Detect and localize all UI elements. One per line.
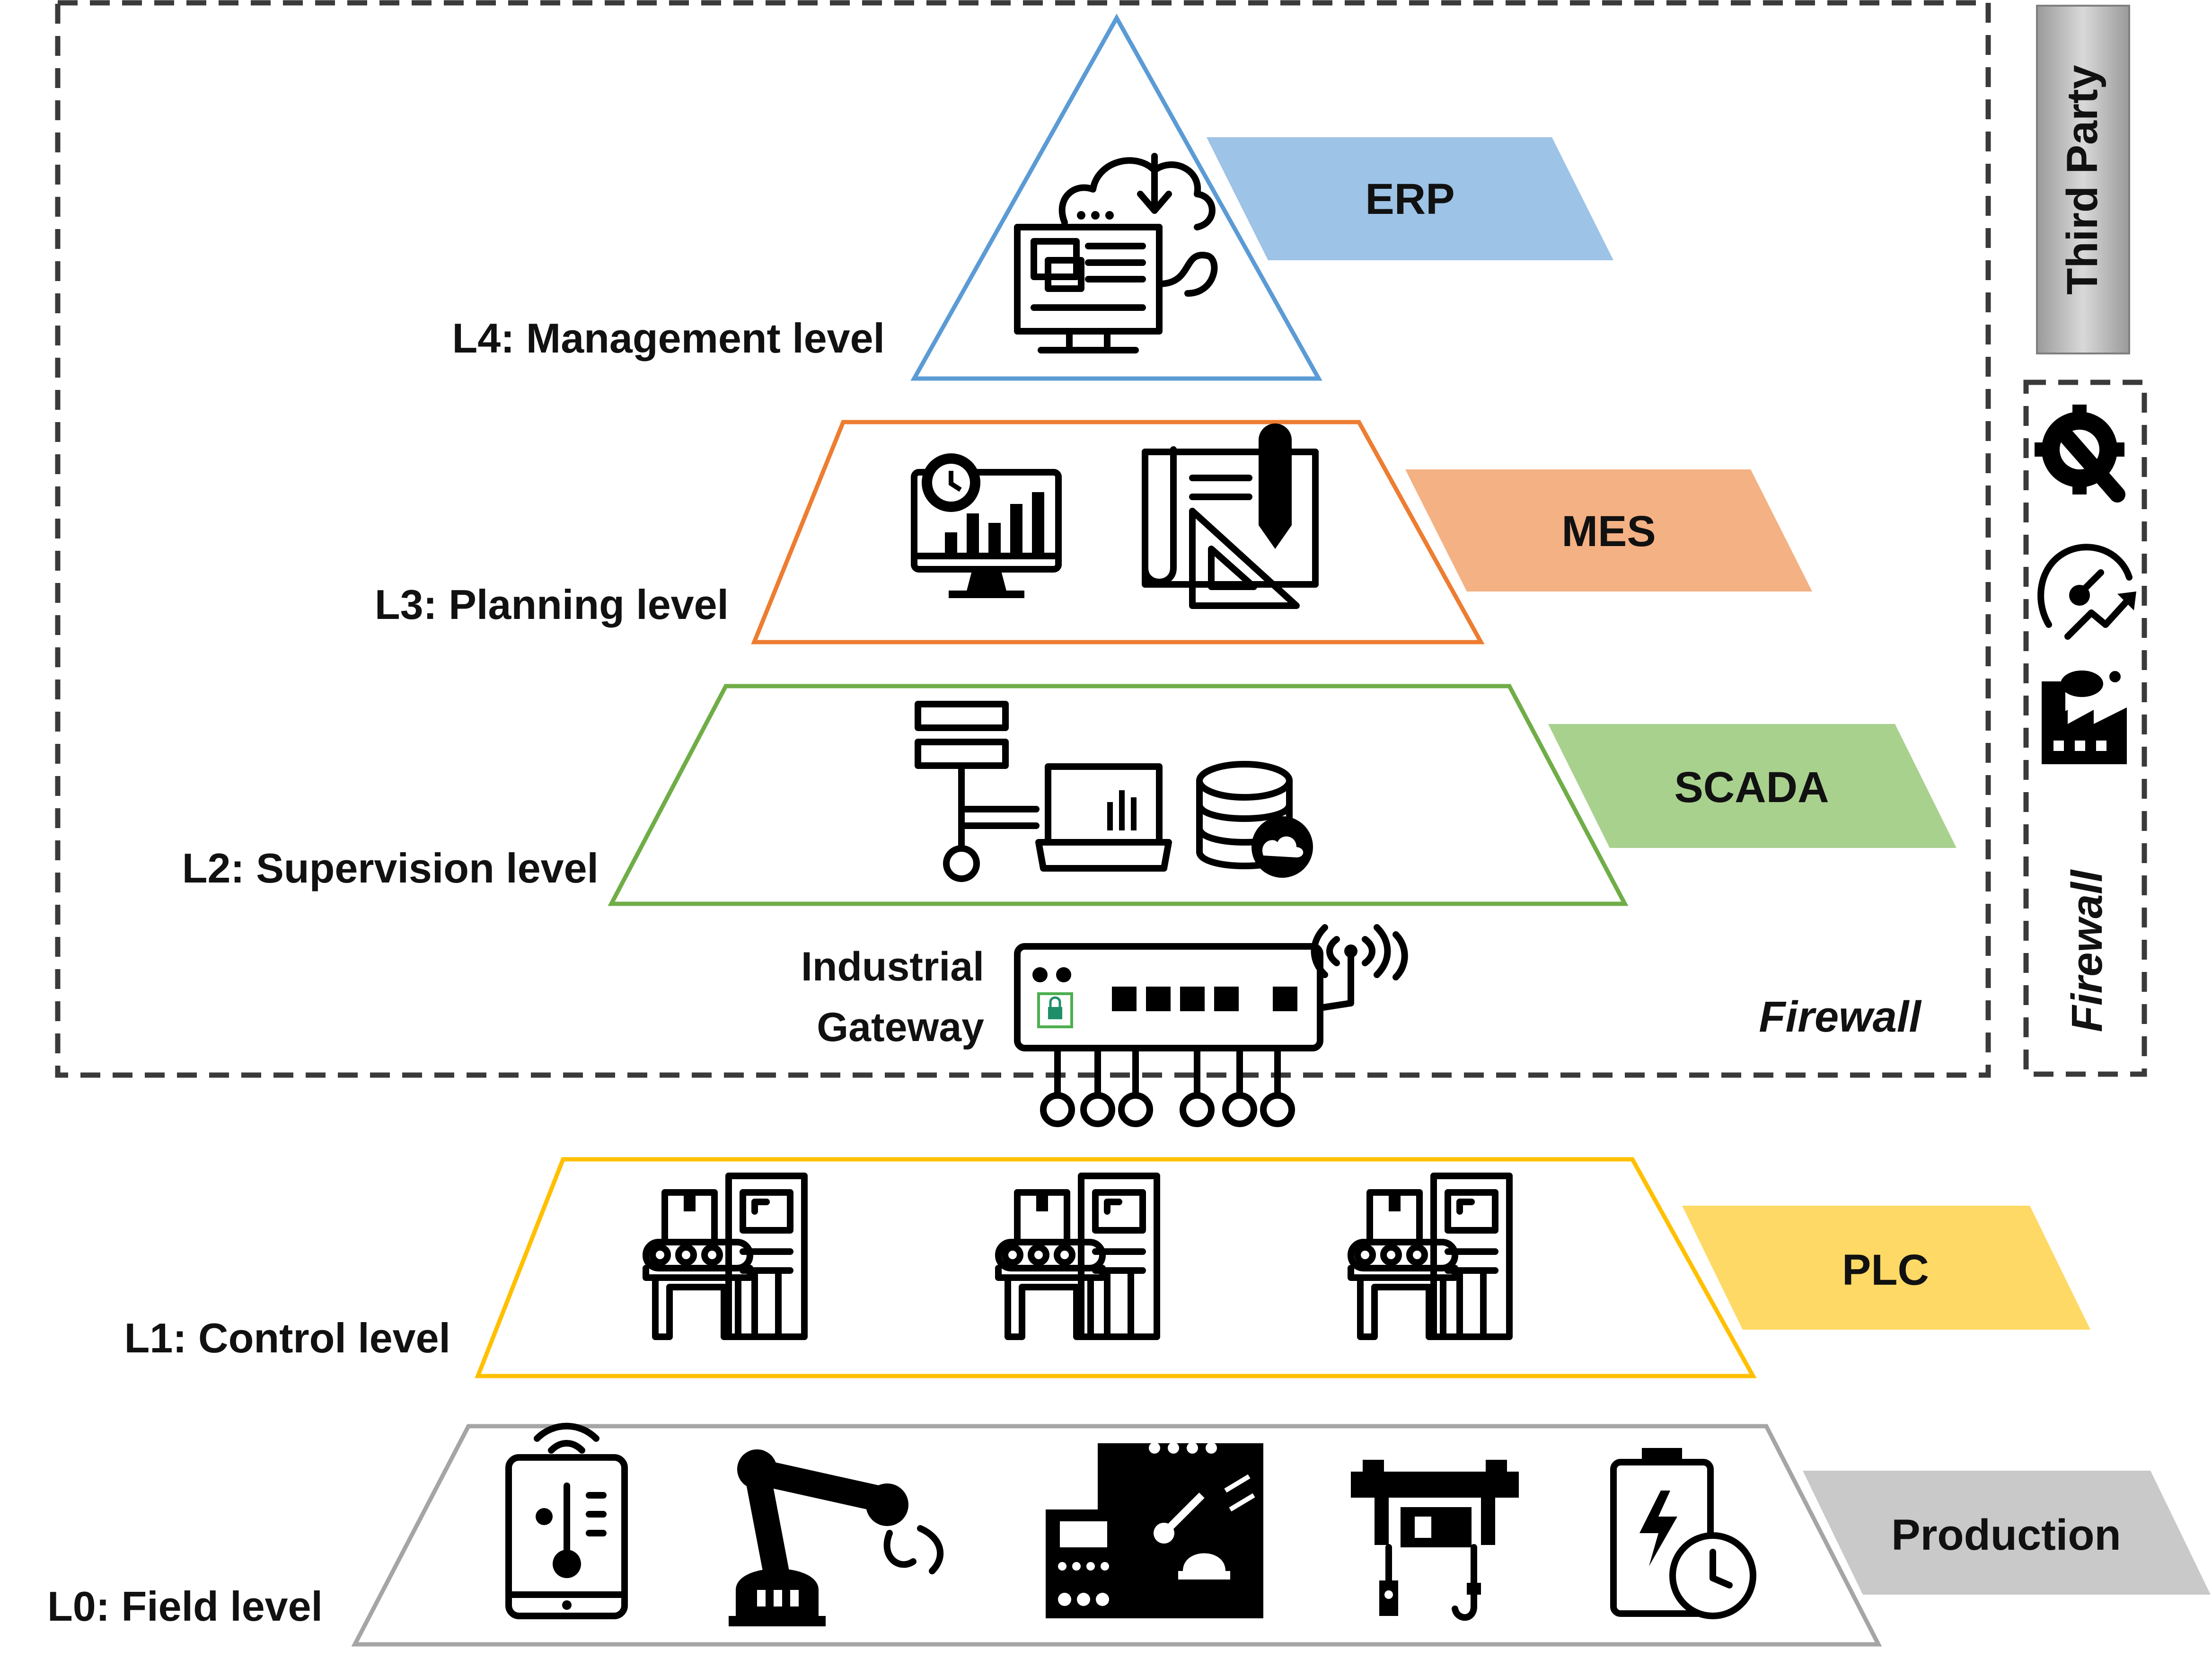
l4-system-tag <box>1207 137 1613 260</box>
side-firewall-label: Firewall <box>2063 869 2111 1032</box>
robot-arm-icon <box>729 1449 944 1626</box>
l2-level-label: L2: Supervision level <box>182 845 599 891</box>
l4-system-label: ERP <box>1365 175 1454 223</box>
l3-system-label: MES <box>1561 507 1656 556</box>
cloud-computer-icon <box>1014 153 1218 353</box>
l4-triangle <box>910 13 1322 381</box>
l1-system-tag <box>1682 1206 2090 1330</box>
level-l2: SCADA L2: Supervision level <box>182 684 1956 906</box>
network-laptop-icon <box>915 701 1172 882</box>
blueprint-icon <box>1142 424 1319 609</box>
l1-trapezoid <box>475 1157 1757 1378</box>
third-party-label: Third Party <box>2058 65 2106 295</box>
l0-trapezoid <box>351 1424 1882 1647</box>
router-icon <box>1014 924 1408 1127</box>
l3-level-label: L3: Planning level <box>375 581 729 628</box>
battery-clock-icon <box>1610 1448 1756 1619</box>
firewall-boundary <box>55 0 1991 1078</box>
monitor-chart-icon <box>911 453 1062 598</box>
l0-system-label: Production <box>1891 1511 2121 1559</box>
level-l4: ERP L4: Management level <box>452 13 1613 381</box>
conveyor-machine-icon <box>998 1176 1157 1337</box>
conveyor-machine-icon <box>646 1176 804 1337</box>
l1-system-label: PLC <box>1842 1246 1929 1294</box>
level-l1: PLC L1: Control level <box>124 1157 2090 1378</box>
l2-trapezoid <box>608 684 1629 906</box>
gateway-label-line2: Gateway <box>817 1005 984 1050</box>
l4-level-label: L4: Management level <box>452 315 885 362</box>
firewall-label: Firewall <box>1759 993 1922 1041</box>
crane-icon <box>1351 1460 1519 1621</box>
conveyor-machine-icon <box>1351 1176 1509 1337</box>
l2-system-tag <box>1548 724 1956 848</box>
gear-wrench-icon <box>2035 405 2125 503</box>
database-cloud-icon <box>1196 761 1313 878</box>
control-panel-icon <box>1046 1442 1263 1618</box>
factory-icon <box>2042 671 2127 764</box>
l0-system-tag <box>1803 1471 2211 1595</box>
l0-level-label: L0: Field level <box>47 1583 323 1630</box>
gateway-label-line1: Industrial <box>801 944 984 989</box>
l1-level-label: L1: Control level <box>124 1315 450 1361</box>
speedometer-icon <box>2037 544 2136 640</box>
third-party-box <box>2036 5 2130 354</box>
side-firewall-boundary <box>2023 379 2147 1077</box>
l3-system-tag <box>1405 469 1812 591</box>
side-panel: Third Party Firewall <box>2023 5 2147 1077</box>
l2-system-label: SCADA <box>1674 763 1829 812</box>
industrial-gateway: Industrial Gateway <box>801 924 1408 1127</box>
level-l0: Production L0: Field level <box>47 1422 2211 1647</box>
tablet-thermometer-icon <box>505 1422 628 1619</box>
l3-trapezoid <box>751 420 1485 644</box>
level-l3: MES L3: Planning level <box>375 420 1812 644</box>
